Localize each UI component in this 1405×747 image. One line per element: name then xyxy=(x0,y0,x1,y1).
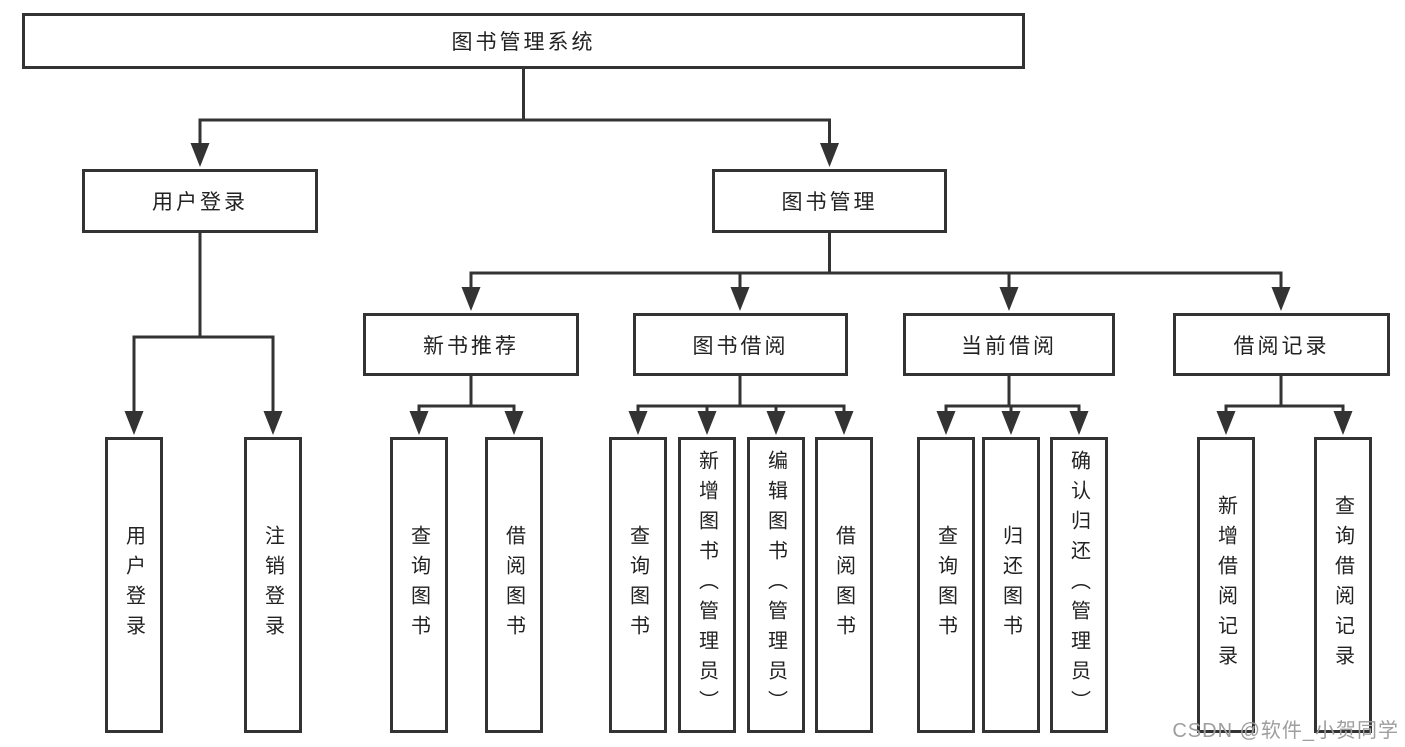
node-leaf-logout: 注销登录 xyxy=(244,437,302,733)
node-leaf-bb-add-books-admin: 新增图书（管理员） xyxy=(678,437,736,733)
node-label: 图书管理系统 xyxy=(451,31,596,54)
node-label: 用户登录 xyxy=(152,191,248,214)
node-label: 查询图书 xyxy=(934,525,957,645)
node-leaf-cb-confirm-return-admin: 确认归还（管理员） xyxy=(1050,437,1108,733)
node-label: 查询图书 xyxy=(407,525,430,645)
node-label: 当前借阅 xyxy=(961,334,1057,358)
node-leaf-user-login: 用户登录 xyxy=(105,437,163,733)
node-label: 查询图书 xyxy=(626,525,649,645)
node-leaf-bb-borrow-books: 借阅图书 xyxy=(815,437,873,733)
node-leaf-bb-query-books: 查询图书 xyxy=(609,437,667,733)
node-label: 图书管理 xyxy=(781,191,878,214)
node-root: 图书管理系统 xyxy=(22,13,1025,69)
node-label: 编辑图书（管理员） xyxy=(764,450,787,720)
node-leaf-cb-return-books: 归还图书 xyxy=(982,437,1040,733)
node-label: 借阅图书 xyxy=(502,525,525,645)
node-label: 图书借阅 xyxy=(692,334,789,358)
node-book-management: 图书管理 xyxy=(712,169,947,233)
node-label: 借阅记录 xyxy=(1233,334,1330,358)
node-leaf-rec-borrow-books: 借阅图书 xyxy=(485,437,543,733)
node-leaf-bb-edit-books-admin: 编辑图书（管理员） xyxy=(747,437,805,733)
node-new-book-recommendation: 新书推荐 xyxy=(363,313,579,376)
node-label: 借阅图书 xyxy=(832,525,855,645)
node-label: 归还图书 xyxy=(999,525,1022,645)
node-label: 用户登录 xyxy=(122,525,145,645)
node-label: 注销登录 xyxy=(261,525,284,645)
node-label: 新增借阅记录 xyxy=(1214,495,1237,675)
node-borrowing-records: 借阅记录 xyxy=(1173,313,1390,376)
node-user-login: 用户登录 xyxy=(82,169,318,233)
node-leaf-rec-query-books: 查询图书 xyxy=(390,437,448,733)
node-label: 查询借阅记录 xyxy=(1331,495,1354,675)
node-label: 新增图书（管理员） xyxy=(695,450,718,720)
node-leaf-br-query-record: 查询借阅记录 xyxy=(1314,437,1372,733)
node-current-borrowing: 当前借阅 xyxy=(903,313,1115,376)
node-label: 新书推荐 xyxy=(423,334,519,358)
node-book-borrowing: 图书借阅 xyxy=(633,313,848,376)
node-leaf-br-add-record: 新增借阅记录 xyxy=(1197,437,1255,733)
csdn-watermark: CSDN @软件_小贺同学 xyxy=(1172,720,1399,742)
node-label: 确认归还（管理员） xyxy=(1067,450,1090,720)
node-leaf-cb-query-books: 查询图书 xyxy=(917,437,975,733)
